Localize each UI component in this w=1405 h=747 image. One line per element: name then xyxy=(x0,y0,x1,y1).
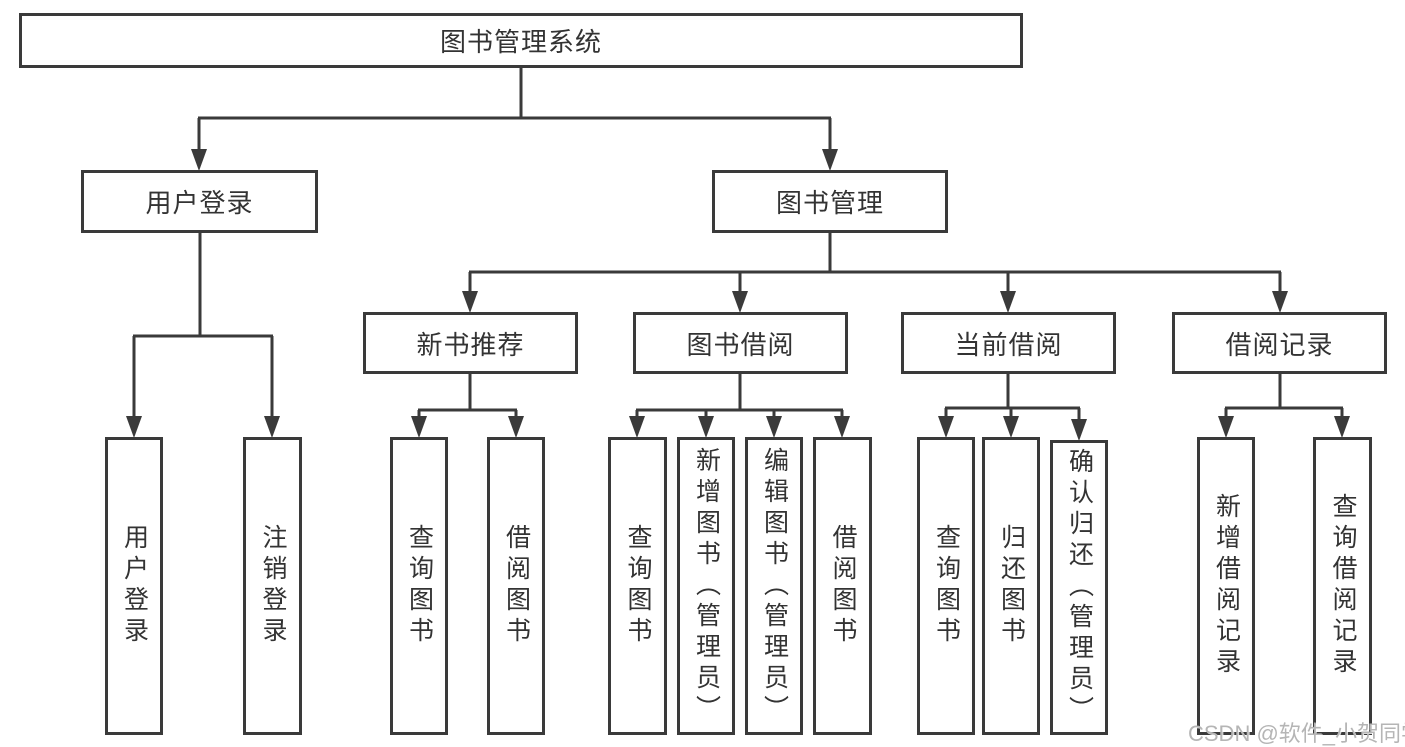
leaf-query-books-recommend-label: 查询图书 xyxy=(405,524,434,648)
node-book-borrow-label: 图书借阅 xyxy=(686,329,795,360)
leaf-confirm-return-admin-label: 确认归还（管理员） xyxy=(1065,448,1094,727)
node-borrow-records-label: 借阅记录 xyxy=(1225,329,1334,360)
leaf-query-books-recommend: 查询图书 xyxy=(390,437,448,735)
leaf-borrow-books-recommend-label: 借阅图书 xyxy=(502,524,531,648)
leaf-query-borrow-record-label: 查询借阅记录 xyxy=(1329,493,1357,679)
node-user-login-label: 用户登录 xyxy=(145,188,254,218)
leaf-user-login: 用户登录 xyxy=(105,437,163,735)
node-root-label: 图书管理系统 xyxy=(439,27,602,57)
leaf-user-login-label: 用户登录 xyxy=(120,524,149,648)
node-book-management: 图书管理 xyxy=(712,170,948,233)
leaf-add-borrow-record: 新增借阅记录 xyxy=(1197,437,1255,735)
leaf-add-borrow-record-label: 新增借阅记录 xyxy=(1212,493,1241,679)
leaf-return-books-label: 归还图书 xyxy=(997,524,1026,648)
node-new-book-recommend: 新书推荐 xyxy=(363,312,578,374)
node-current-borrow-label: 当前借阅 xyxy=(954,329,1063,360)
node-user-login: 用户登录 xyxy=(81,170,318,233)
leaf-borrow-books-label: 借阅图书 xyxy=(829,524,857,648)
leaf-edit-books-admin: 编辑图书（管理员） xyxy=(745,437,803,735)
node-new-book-recommend-label: 新书推荐 xyxy=(416,329,525,360)
node-root: 图书管理系统 xyxy=(19,13,1023,68)
leaf-add-books-admin: 新增图书（管理员） xyxy=(677,437,735,735)
leaf-confirm-return-admin: 确认归还（管理员） xyxy=(1050,440,1108,735)
leaf-borrow-books-recommend: 借阅图书 xyxy=(487,437,545,735)
leaf-return-books: 归还图书 xyxy=(982,437,1040,735)
leaf-query-books-current: 查询图书 xyxy=(917,437,975,735)
node-book-borrow: 图书借阅 xyxy=(633,312,848,374)
leaf-query-books-borrow-label: 查询图书 xyxy=(624,524,652,648)
leaf-add-books-admin-label: 新增图书（管理员） xyxy=(692,446,721,726)
leaf-query-borrow-record: 查询借阅记录 xyxy=(1313,437,1372,735)
leaf-borrow-books: 借阅图书 xyxy=(813,437,872,735)
node-book-management-label: 图书管理 xyxy=(775,188,884,218)
leaf-logout-label: 注销登录 xyxy=(259,524,287,648)
leaf-edit-books-admin-label: 编辑图书（管理员） xyxy=(760,446,789,726)
leaf-query-books-borrow: 查询图书 xyxy=(608,437,667,735)
watermark: CSDN @软件_小贺同学 xyxy=(1188,721,1405,746)
node-borrow-records: 借阅记录 xyxy=(1172,312,1387,374)
leaf-logout: 注销登录 xyxy=(243,437,302,735)
leaf-query-books-current-label: 查询图书 xyxy=(932,524,961,648)
node-current-borrow: 当前借阅 xyxy=(901,312,1116,374)
